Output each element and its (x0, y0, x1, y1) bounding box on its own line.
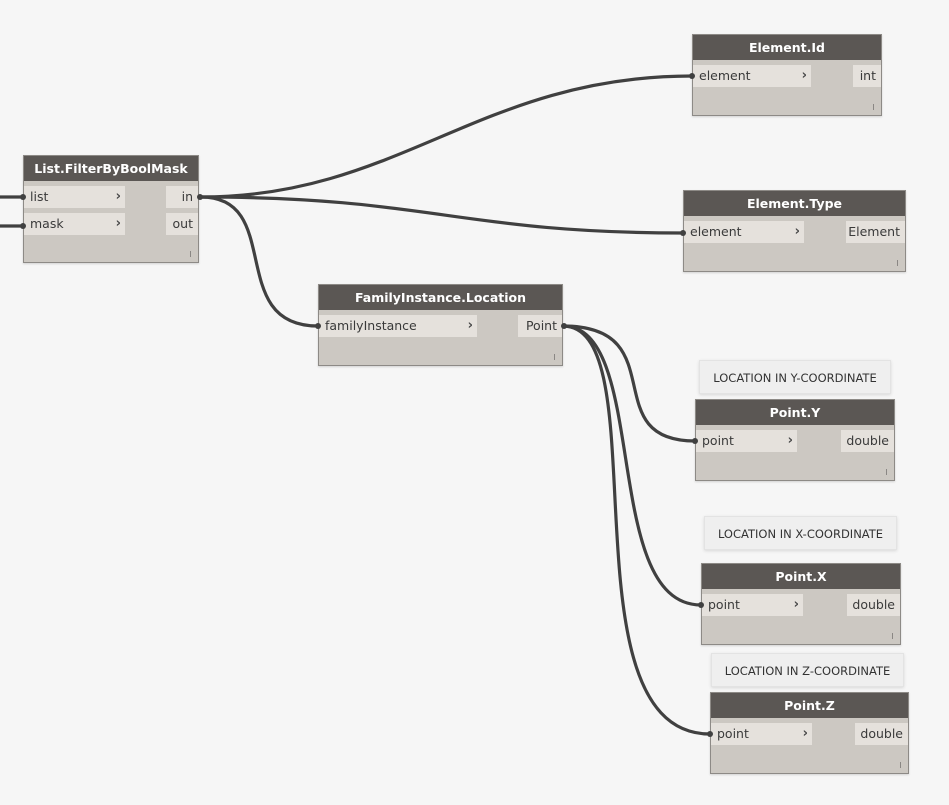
node-title: FamilyInstance.Location (319, 285, 562, 310)
node-point-z[interactable]: Point.Z point › double (710, 692, 909, 774)
port-connector-dot (197, 194, 203, 200)
lacing-indicator-icon (886, 469, 887, 475)
note-location-x[interactable]: LOCATION IN X-COORDINATE (704, 516, 897, 550)
port-label: mask (30, 216, 64, 231)
lacing-indicator-icon (873, 104, 874, 110)
input-port-point[interactable]: point › (711, 723, 812, 745)
input-port-element[interactable]: element › (693, 65, 811, 87)
node-family-instance-location[interactable]: FamilyInstance.Location familyInstance ›… (318, 284, 563, 366)
chevron-right-icon: › (115, 189, 121, 204)
node-element-type[interactable]: Element.Type element › Element (683, 190, 906, 272)
node-point-x[interactable]: Point.X point › double (701, 563, 901, 645)
port-connector-dot (561, 323, 567, 329)
input-port-point[interactable]: point › (696, 430, 797, 452)
input-port-element[interactable]: element › (684, 221, 804, 243)
node-title: List.FilterByBoolMask (24, 156, 198, 181)
note-location-z[interactable]: LOCATION IN Z-COORDINATE (711, 653, 904, 687)
chevron-right-icon: › (801, 68, 807, 83)
wire-point-to-point-y[interactable] (561, 324, 697, 443)
port-connector-dot (689, 73, 695, 79)
wire-in-to-element-id[interactable] (199, 74, 694, 199)
note-location-y[interactable]: LOCATION IN Y-COORDINATE (699, 360, 891, 394)
wire-point-to-point-x[interactable] (561, 324, 703, 607)
node-title: Point.Y (696, 400, 894, 425)
input-port-point[interactable]: point › (702, 594, 803, 616)
output-port-int[interactable]: int (853, 65, 881, 87)
port-label: point (708, 597, 740, 612)
wire-in-to-family-location[interactable] (199, 195, 320, 328)
chevron-right-icon: › (115, 216, 121, 231)
port-connector-dot (20, 194, 26, 200)
chevron-right-icon: › (467, 318, 473, 333)
input-port-mask[interactable]: mask › (24, 213, 125, 235)
port-connector-dot (707, 731, 713, 737)
wire-in-to-element-type[interactable] (199, 195, 685, 235)
node-title: Element.Id (693, 35, 881, 60)
node-title: Point.X (702, 564, 900, 589)
port-connector-dot (692, 438, 698, 444)
node-element-id[interactable]: Element.Id element › int (692, 34, 882, 116)
lacing-indicator-icon (900, 762, 901, 768)
output-port-point[interactable]: Point (518, 315, 562, 337)
wire-point-to-point-z[interactable] (561, 324, 712, 736)
lacing-indicator-icon (190, 251, 191, 257)
lacing-indicator-icon (554, 354, 555, 360)
lacing-indicator-icon (897, 260, 898, 266)
node-point-y[interactable]: Point.Y point › double (695, 399, 895, 481)
chevron-right-icon: › (787, 433, 793, 448)
port-label: point (717, 726, 749, 741)
port-label: element (690, 224, 742, 239)
input-port-family-instance[interactable]: familyInstance › (319, 315, 477, 337)
output-port-double[interactable]: double (847, 594, 900, 616)
input-port-list[interactable]: list › (24, 186, 125, 208)
port-label: element (699, 68, 751, 83)
port-connector-dot (698, 602, 704, 608)
chevron-right-icon: › (793, 597, 799, 612)
port-label: list (30, 189, 49, 204)
port-connector-dot (680, 230, 686, 236)
output-port-out[interactable]: out (166, 213, 198, 235)
chevron-right-icon: › (802, 726, 808, 741)
port-connector-dot (20, 223, 26, 229)
port-label: familyInstance (325, 318, 417, 333)
node-list-filter-by-bool-mask[interactable]: List.FilterByBoolMask list › mask › in o… (23, 155, 199, 263)
lacing-indicator-icon (892, 633, 893, 639)
node-title: Element.Type (684, 191, 905, 216)
chevron-right-icon: › (794, 224, 800, 239)
port-label: point (702, 433, 734, 448)
output-port-double[interactable]: double (855, 723, 908, 745)
output-port-element[interactable]: Element (846, 221, 905, 243)
output-port-double[interactable]: double (841, 430, 894, 452)
port-connector-dot (315, 323, 321, 329)
node-title: Point.Z (711, 693, 908, 718)
output-port-in[interactable]: in (166, 186, 198, 208)
